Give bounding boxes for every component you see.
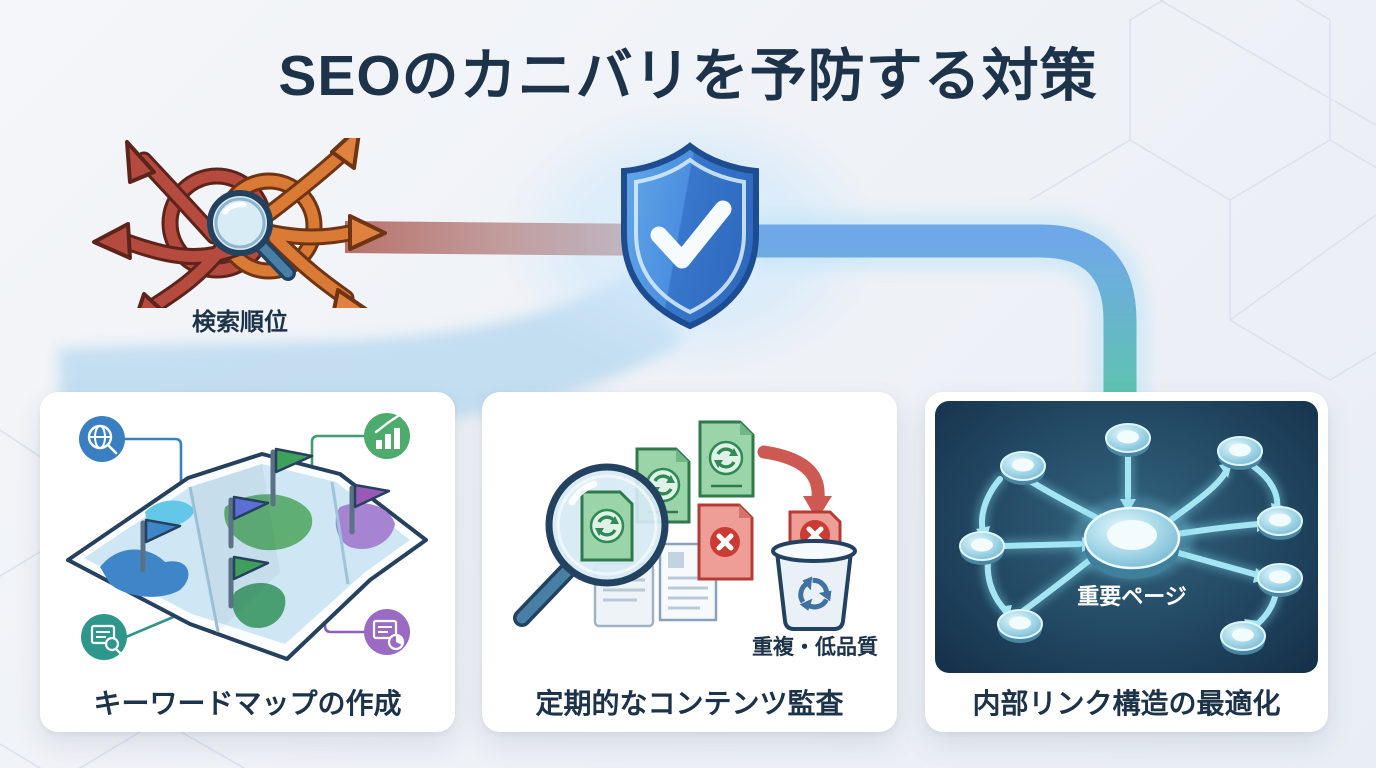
content-audit-illustration: 重複・低品質: [513, 420, 878, 659]
card2-caption: 定期的なコンテンツ監査: [535, 688, 844, 719]
satellite-node: [959, 423, 1303, 655]
hub-label: 重要ページ: [1077, 584, 1187, 609]
hub-node: [1070, 497, 1194, 581]
duplicate-low-quality-label: 重複・低品質: [752, 635, 878, 659]
map-flags: [140, 447, 391, 609]
folded-map: [66, 452, 428, 661]
pipe-right-glow: [755, 212, 1149, 398]
trash-recycle-icon: [771, 510, 857, 631]
pipe-shield-to-card3: [755, 224, 1137, 398]
card-content-audit: 重複・低品質 定期的なコンテンツ監査: [482, 392, 897, 732]
card-keyword-map: キーワードマップの作成: [40, 392, 455, 732]
source-label: 検索順位: [192, 309, 288, 336]
error-document-icon: [697, 503, 754, 581]
magnifier-icon: [513, 463, 669, 627]
network-panel: 重要ページ: [935, 401, 1318, 673]
card-internal-links: 重要ページ 内部リンク構造の最適化: [925, 392, 1328, 732]
card1-caption: キーワードマップの作成: [93, 688, 402, 719]
keyword-map-illustration: [66, 413, 428, 661]
page-title: SEOのカニバリを予防する対策: [278, 44, 1098, 108]
tangled-arrows-icon: [92, 138, 387, 308]
card3-caption: 内部リンク構造の最適化: [972, 688, 1281, 719]
refresh-document-in-lens: [580, 490, 634, 562]
internal-link-network: 重要ページ: [959, 423, 1303, 655]
document-search-icon: [81, 614, 127, 660]
refresh-document-icon-2: [698, 420, 755, 498]
red-curved-arrow-icon: [757, 445, 832, 520]
shield-check-icon: [621, 142, 759, 330]
search-magnifier-icon: [207, 190, 296, 281]
globe-search-icon: [79, 416, 125, 462]
document-pie-icon: [364, 609, 410, 655]
growth-chart-icon: [364, 413, 410, 459]
